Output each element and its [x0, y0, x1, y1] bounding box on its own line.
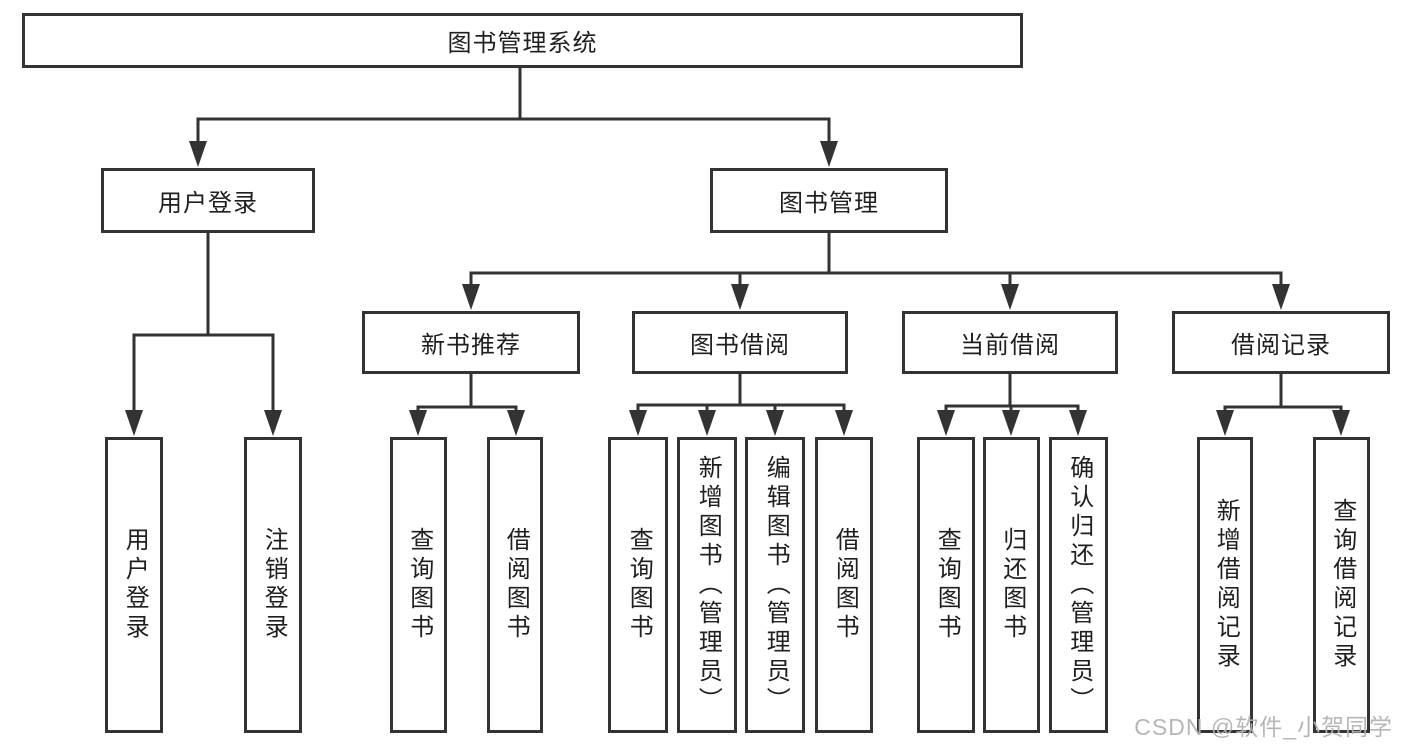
leaf-label: 用户登录 [121, 527, 149, 643]
leaf-cb-return-books: 归还图书 [983, 437, 1040, 733]
node-user-login: 用户登录 [101, 168, 315, 233]
leaf-label: 借阅图书 [831, 527, 859, 643]
leaf-bb-query-books: 查询图书 [608, 437, 668, 733]
leaf-nbr-borrow-books: 借阅图书 [487, 437, 543, 733]
leaf-bb-edit-books-admin: 编辑图书（管理员） [745, 437, 805, 733]
node-label: 借阅记录 [1231, 332, 1331, 359]
node-book-borrowing: 图书借阅 [632, 311, 848, 374]
leaf-br-query-record: 查询借阅记录 [1313, 437, 1370, 733]
leaf-user-login: 用户登录 [105, 437, 163, 733]
node-label: 图书管理系统 [447, 30, 598, 57]
node-borrow-records: 借阅记录 [1172, 311, 1390, 374]
leaf-label: 注销登录 [260, 527, 288, 643]
leaf-label: 确认归还（管理员） [1065, 454, 1093, 716]
node-label: 图书借阅 [690, 332, 790, 359]
leaf-label: 编辑图书（管理员） [762, 454, 790, 716]
node-label: 用户登录 [158, 190, 258, 217]
node-current-borrowing: 当前借阅 [902, 311, 1118, 374]
leaf-label: 查询图书 [625, 527, 653, 643]
node-new-book-recommend: 新书推荐 [362, 311, 580, 374]
arrowheads [125, 141, 1350, 436]
leaf-bb-add-books-admin: 新增图书（管理员） [677, 437, 737, 733]
leaf-label: 新增图书（管理员） [694, 454, 722, 716]
leaf-label: 查询图书 [405, 527, 433, 643]
leaf-label: 查询图书 [933, 527, 961, 643]
leaf-logout: 注销登录 [244, 437, 302, 733]
leaf-cb-confirm-return-admin: 确认归还（管理员） [1049, 437, 1108, 733]
leaf-label: 查询借阅记录 [1328, 498, 1356, 672]
node-root: 图书管理系统 [22, 13, 1023, 68]
node-book-management: 图书管理 [710, 168, 948, 233]
leaf-bb-borrow-books: 借阅图书 [815, 437, 873, 733]
node-label: 新书推荐 [421, 332, 521, 359]
node-label: 图书管理 [779, 190, 879, 217]
leaf-label: 新增借阅记录 [1212, 498, 1240, 672]
leaf-cb-query-books: 查询图书 [917, 437, 975, 733]
node-label: 当前借阅 [960, 332, 1060, 359]
leaf-label: 归还图书 [998, 527, 1026, 643]
leaf-label: 借阅图书 [502, 527, 530, 643]
watermark: CSDN @软件_小贺同学 [1134, 714, 1393, 740]
leaf-br-add-record: 新增借阅记录 [1197, 437, 1253, 733]
leaf-nbr-query-books: 查询图书 [390, 437, 447, 733]
